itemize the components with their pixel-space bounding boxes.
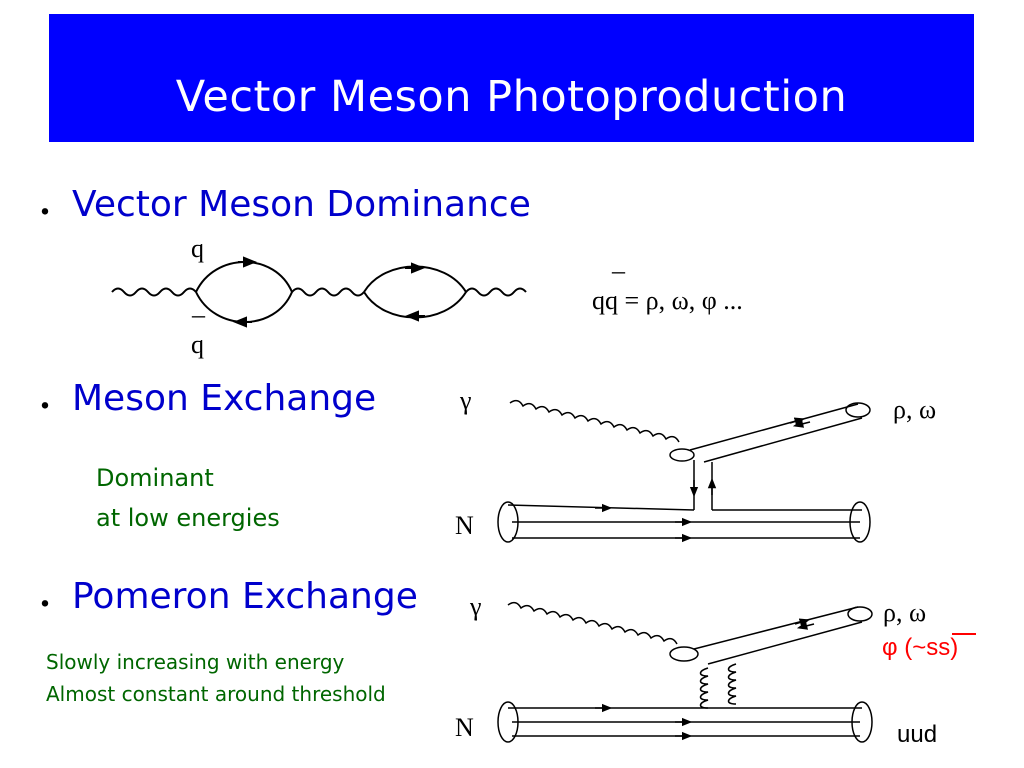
pomeron-photon-label: γ xyxy=(470,592,482,621)
quark-loop-2 xyxy=(363,265,468,319)
nucleon-left-cap xyxy=(497,701,519,743)
pomeron-nucleon-label: N xyxy=(455,713,474,742)
bullet-label: Vector Meson Dominance xyxy=(72,184,531,225)
bullet-marker: ・ xyxy=(30,390,60,425)
gluon-right xyxy=(727,663,737,705)
note-line: at low energies xyxy=(96,504,280,532)
slide-title: Vector Meson Photoproduction xyxy=(175,72,848,122)
photon-line xyxy=(507,601,678,645)
meson-exchange-note: Dominant at low energies xyxy=(96,458,280,538)
bullet-label: Meson Exchange xyxy=(72,378,377,419)
meson-nucleon-label: N xyxy=(455,511,474,540)
nucleon-upper xyxy=(507,504,862,511)
title-bar: Vector Meson Photoproduction xyxy=(49,14,974,142)
vmd-quark-label: q xyxy=(191,234,204,263)
vmd-equation: qq = ρ, ω, φ ... xyxy=(592,286,743,315)
uud-label: uud xyxy=(897,721,938,748)
pomeron-products-label: ρ, ω xyxy=(883,598,927,627)
lower-quark-line xyxy=(703,417,863,463)
upper-quark-line xyxy=(689,403,859,451)
vertex-loop xyxy=(669,646,699,662)
meson-products-label: ρ, ω xyxy=(893,395,937,424)
photon-wave-middle xyxy=(291,287,365,297)
equation-overbar: – xyxy=(612,256,625,285)
upper-quark-line xyxy=(693,606,859,650)
bullet-marker: ・ xyxy=(30,196,60,231)
pomeron-exchange-note: Slowly increasing with energy Almost con… xyxy=(46,646,386,710)
vmd-antiquark-bar: – xyxy=(192,300,205,329)
phi-label: φ (~ss) xyxy=(882,634,959,661)
vmd-antiquark-label: q xyxy=(191,330,204,359)
photon-wave-right xyxy=(465,287,527,297)
pomeron-exchange-diagram xyxy=(497,601,873,743)
note-line: Dominant xyxy=(96,464,214,492)
bullet-label: Pomeron Exchange xyxy=(72,576,418,617)
note-line: Almost constant around threshold xyxy=(46,682,386,706)
photon-line xyxy=(509,399,680,443)
meson-exchange-diagram xyxy=(497,399,871,543)
nucleon-right-cap xyxy=(849,501,871,543)
gluon-left xyxy=(699,667,709,709)
meson-end-cap xyxy=(845,402,871,418)
meson-end-cap xyxy=(847,606,873,622)
note-line: Slowly increasing with energy xyxy=(46,650,345,674)
lower-quark-line xyxy=(707,621,863,665)
nucleon-right-cap xyxy=(851,701,873,743)
bullet-marker: ・ xyxy=(30,588,60,623)
meson-photon-label: γ xyxy=(460,386,472,415)
nucleon-left-cap xyxy=(497,501,519,543)
vmd-diagram xyxy=(111,256,527,328)
photon-wave-left xyxy=(111,287,197,297)
vertex-loop xyxy=(669,448,695,462)
quark-loop-1 xyxy=(195,261,294,323)
